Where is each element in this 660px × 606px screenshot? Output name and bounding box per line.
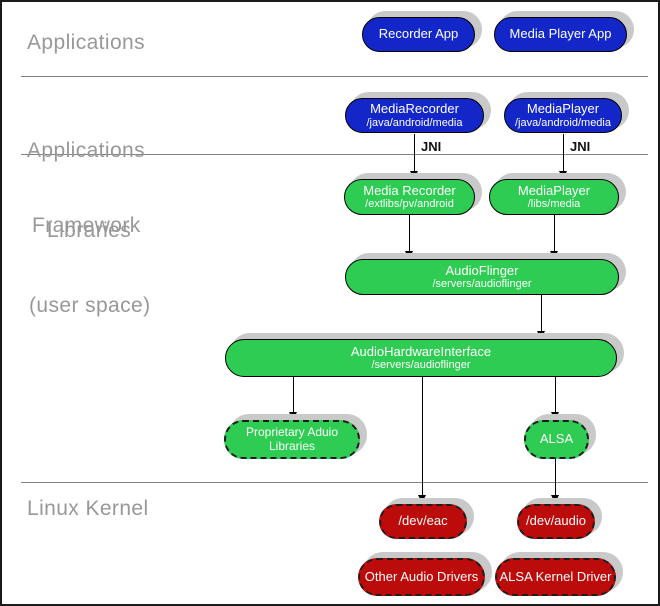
node-recorder-app: Recorder App: [362, 17, 475, 52]
node-title: Media Player App: [509, 26, 612, 42]
node-title: Proprietary Aduio: [245, 425, 339, 440]
arrow-jni-right: [559, 134, 568, 179]
node-mediarecorder-framework: MediaRecorder /java/android/media: [345, 98, 484, 133]
node-path: /libs/media: [527, 198, 581, 211]
node-path: /java/android/media: [366, 116, 463, 129]
node-path: /servers/audioflinger: [432, 278, 532, 291]
node-audioflinger: AudioFlinger /servers/audioflinger: [345, 259, 619, 295]
node-path: /java/android/media: [514, 116, 611, 129]
node-alsa-kernel-driver: ALSA Kernel Driver: [495, 558, 616, 596]
node-title: Recorder App: [378, 26, 459, 42]
layer-label-line: Libraries: [47, 219, 132, 242]
node-mediaplayer-framework: MediaPlayer /java/android/media: [504, 98, 622, 133]
node-title: AudioHardwareInterface: [350, 343, 492, 359]
layer-label-line: Framework: [32, 214, 141, 237]
separator-framework: [21, 154, 648, 155]
arrow-jni-left: [410, 134, 419, 179]
node-dev-audio: /dev/audio: [517, 504, 595, 539]
node-title: AudioFlinger: [445, 262, 519, 278]
node-path: /extlibs/pv/android: [365, 198, 454, 211]
node-path: /servers/audioflinger: [371, 359, 471, 372]
node-title: MediaPlayer: [517, 182, 591, 198]
arrow-ahi-to-dev-eac: [418, 377, 427, 503]
separator-applications: [21, 76, 648, 77]
layer-label-applications: Applications: [27, 31, 146, 54]
node-other-audio-drivers: Other Audio Drivers: [358, 558, 485, 596]
node-dev-eac: /dev/eac: [379, 504, 467, 539]
layer-label-libraries: Libraries (user space): [29, 168, 151, 368]
arrow-ahi-to-proprietary: [289, 377, 298, 420]
node-title: /dev/eac: [398, 513, 448, 529]
layer-label-applications-framework: Applications Framework: [27, 88, 145, 288]
node-title: MediaRecorder: [370, 101, 459, 117]
node-media-recorder-lib: Media Recorder /extlibs/pv/android: [344, 179, 475, 215]
layer-label-linux-kernel: Linux Kernel: [27, 497, 149, 520]
arrow-ahi-to-alsa: [551, 377, 560, 420]
layer-label-line: (user space): [29, 294, 151, 317]
arrow-mediaplayer-to-audioflinger: [550, 215, 559, 259]
arrow-audioflinger-to-ahi: [537, 295, 546, 339]
node-title: Other Audio Drivers: [364, 568, 479, 584]
node-title: Media Recorder: [363, 182, 456, 198]
node-title: /dev/audio: [526, 513, 586, 529]
node-title: ALSA Kernel Driver: [499, 568, 612, 584]
separator-kernel: [21, 482, 648, 483]
layer-label-line: Applications: [27, 139, 146, 162]
edge-label-jni-left: JNI: [421, 139, 442, 154]
arrow-mediarecorder-to-audioflinger: [405, 215, 414, 259]
node-title: ALSA: [539, 431, 574, 447]
node-audiohardwareinterface: AudioHardwareInterface /servers/audiofli…: [225, 339, 617, 377]
node-mediaplayer-lib: MediaPlayer /libs/media: [489, 179, 619, 215]
edge-label-jni-right: JNI: [570, 139, 591, 154]
node-media-player-app: Media Player App: [494, 17, 627, 52]
node-title-line2: Libraries: [268, 438, 316, 453]
node-title: MediaPlayer: [526, 101, 600, 117]
node-proprietary-audio-libraries: Proprietary Aduio Libraries: [224, 420, 360, 459]
arrow-alsa-to-dev-audio: [551, 459, 560, 503]
node-alsa: ALSA: [524, 420, 589, 459]
